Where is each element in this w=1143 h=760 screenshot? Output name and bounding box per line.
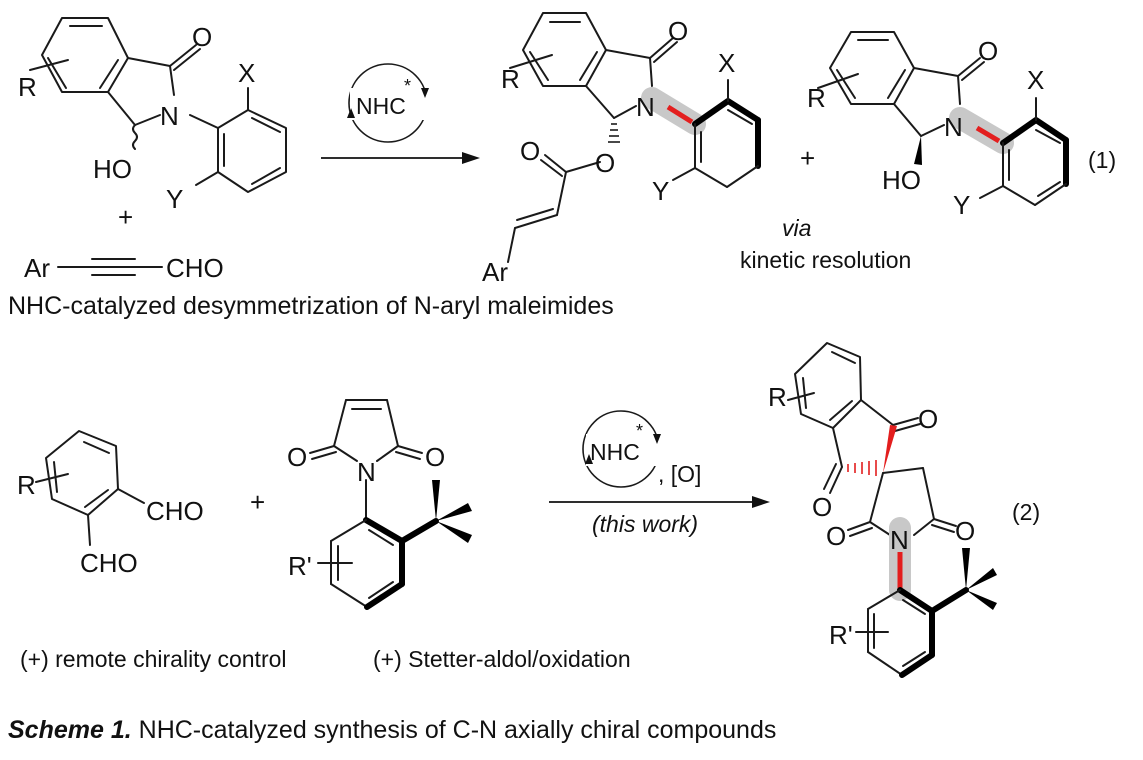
via-label: via xyxy=(782,215,811,241)
atom-X: X xyxy=(1027,65,1044,95)
group-CHO-top: CHO xyxy=(146,496,204,526)
plus-sign: + xyxy=(118,202,133,232)
feature-remote-chirality: (+) remote chirality control xyxy=(20,646,287,672)
spiro-product: R O O O O N R' xyxy=(768,342,997,678)
substrate-isoindolinone: R O N X Y HO xyxy=(18,17,287,214)
plus-sign-2: + xyxy=(800,143,815,173)
atom-R-prime: R' xyxy=(829,620,853,650)
nhc-label: NHC xyxy=(356,93,406,119)
ynal: Ar CHO xyxy=(24,253,224,283)
atom-O4: O xyxy=(955,516,975,546)
atom-Y: Y xyxy=(953,190,970,220)
atom-Y: Y xyxy=(166,184,183,214)
phthalaldehyde: R CHO CHO xyxy=(17,430,204,578)
oxidant-label: , [O] xyxy=(658,461,701,487)
atom-O2: O xyxy=(812,492,832,522)
catalyst-nhc-2: NHC * , [O] xyxy=(582,410,701,488)
atom-O: O xyxy=(192,22,212,52)
atom-ester-O: O xyxy=(595,148,615,178)
caption-text: NHC-catalyzed synthesis of C-N axially c… xyxy=(131,716,777,744)
atom-O: O xyxy=(978,36,998,66)
reaction-arrow-2 xyxy=(549,496,770,508)
atom-N: N xyxy=(944,112,963,142)
product-ester: R O N X Y O O Ar xyxy=(482,12,761,287)
recovered-alcohol: R O N X Y HO xyxy=(807,31,1069,220)
atom-N: N xyxy=(636,92,655,122)
atom-Ar: Ar xyxy=(482,257,508,287)
atom-R: R xyxy=(501,64,520,94)
atom-HO: HO xyxy=(882,165,921,195)
atom-N: N xyxy=(890,525,909,555)
atom-N: N xyxy=(160,101,179,131)
atom-Ar: Ar xyxy=(24,253,50,283)
catalyst-nhc-1: NHC * xyxy=(347,63,430,143)
atom-N: N xyxy=(357,457,376,487)
atom-R: R xyxy=(807,83,826,113)
plus-sign-3: + xyxy=(250,487,265,517)
atom-O: O xyxy=(668,16,688,46)
section-subtitle: NHC-catalyzed desymmetrization of N-aryl… xyxy=(8,292,614,320)
group-CHO-bottom: CHO xyxy=(80,548,138,578)
this-work-label: (this work) xyxy=(592,511,698,537)
group-CHO: CHO xyxy=(166,253,224,283)
kinetic-resolution-label: kinetic resolution xyxy=(740,247,911,273)
atom-X: X xyxy=(238,58,255,88)
atom-O-right: O xyxy=(425,442,445,472)
atom-O-left: O xyxy=(287,442,307,472)
nhc-label: NHC xyxy=(590,439,640,465)
atom-O1: O xyxy=(918,404,938,434)
n-aryl-maleimide: O O N R' xyxy=(287,399,472,610)
atom-carbonyl-O: O xyxy=(520,136,540,166)
equation-number-1: (1) xyxy=(1088,147,1116,173)
atom-R: R xyxy=(18,72,37,102)
atom-HO: HO xyxy=(93,154,132,184)
caption-label: Scheme 1. xyxy=(8,716,132,744)
atom-R: R xyxy=(17,470,36,500)
reaction-arrow-1 xyxy=(321,152,480,164)
atom-R: R xyxy=(768,382,787,412)
scheme-caption: Scheme 1. NHC-catalyzed synthesis of C-N… xyxy=(8,716,776,745)
feature-stetter-aldol: (+) Stetter-aldol/oxidation xyxy=(373,646,631,672)
atom-O3: O xyxy=(826,521,846,551)
atom-X: X xyxy=(718,48,735,78)
chiral-star: * xyxy=(636,421,643,441)
atom-R-prime: R' xyxy=(288,551,312,581)
equation-number-2: (2) xyxy=(1012,499,1040,525)
chiral-star: * xyxy=(404,76,411,96)
atom-Y: Y xyxy=(652,176,669,206)
